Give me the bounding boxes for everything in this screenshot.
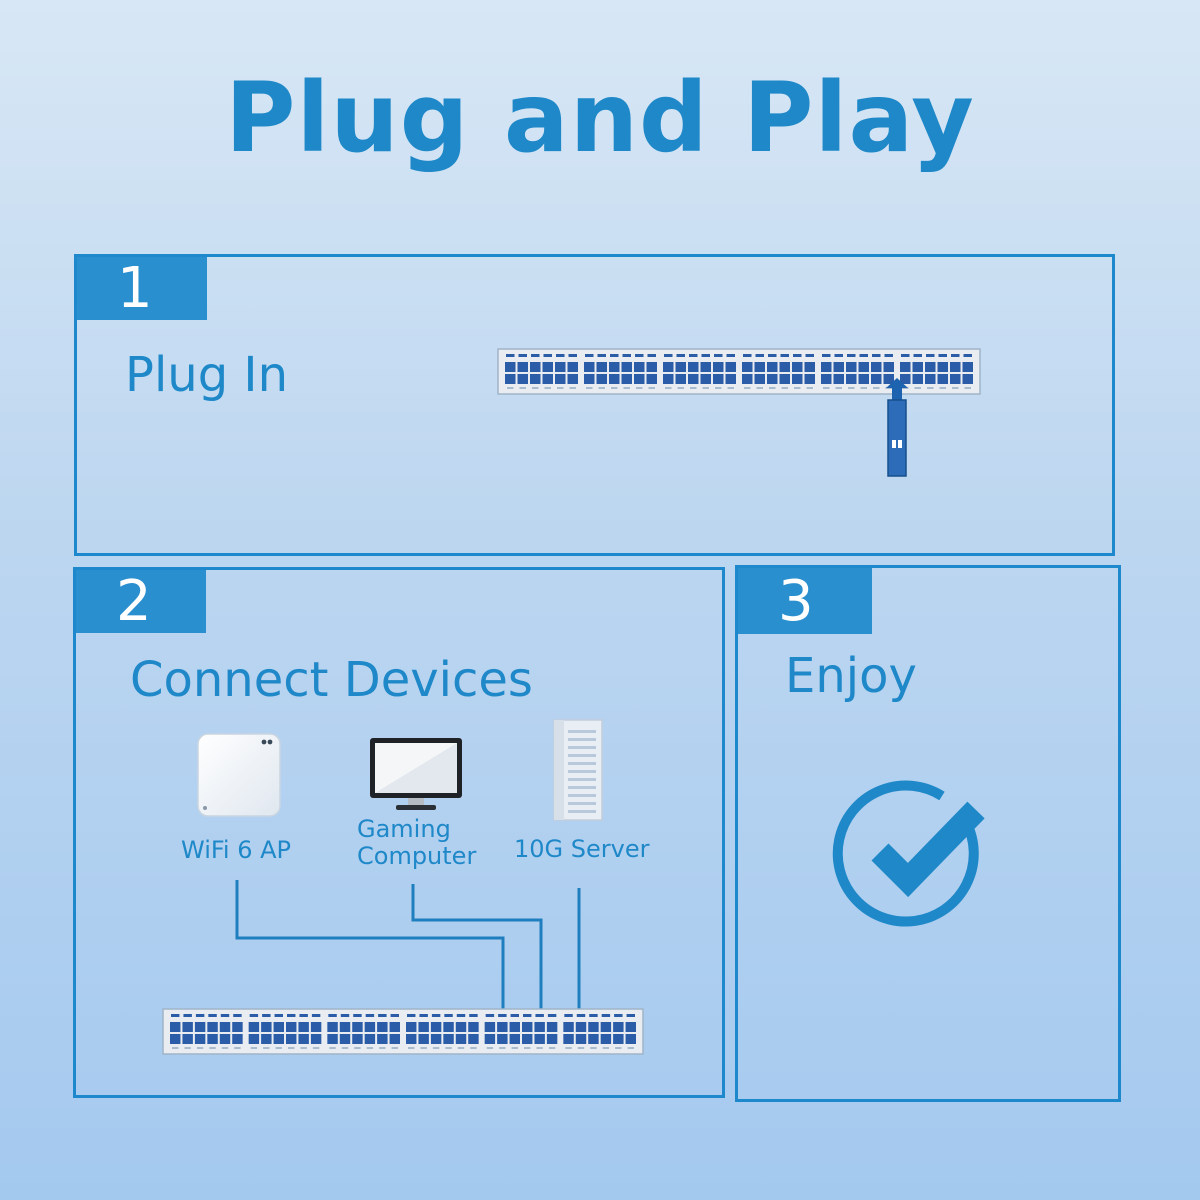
gaming-computer-label: Gaming Computer [357, 815, 477, 870]
step-2-badge: 2 [76, 569, 206, 634]
step-1-label: Plug In [125, 347, 289, 403]
monitor-icon [370, 738, 462, 810]
step-1-badge: 1 [77, 256, 207, 321]
page-title: Plug and Play [225, 62, 975, 174]
step-3-label: Enjoy [785, 648, 917, 704]
step-2-panel: 2 Connect Devices [73, 567, 725, 1098]
step-3-badge: 3 [738, 568, 872, 634]
wifi-ap-label: WiFi 6 AP [181, 836, 292, 864]
network-switch-icon [162, 1008, 644, 1055]
step-3-panel: 3 Enjoy [735, 565, 1121, 1102]
checkmark-icon [832, 780, 985, 927]
server-icon [553, 719, 603, 821]
access-point-icon [197, 733, 281, 817]
sfp-module-icon [886, 378, 908, 477]
step-1-panel: 1 Plug In [74, 254, 1115, 556]
server-label: 10G Server [514, 835, 650, 863]
step-2-label: Connect Devices [130, 652, 533, 708]
